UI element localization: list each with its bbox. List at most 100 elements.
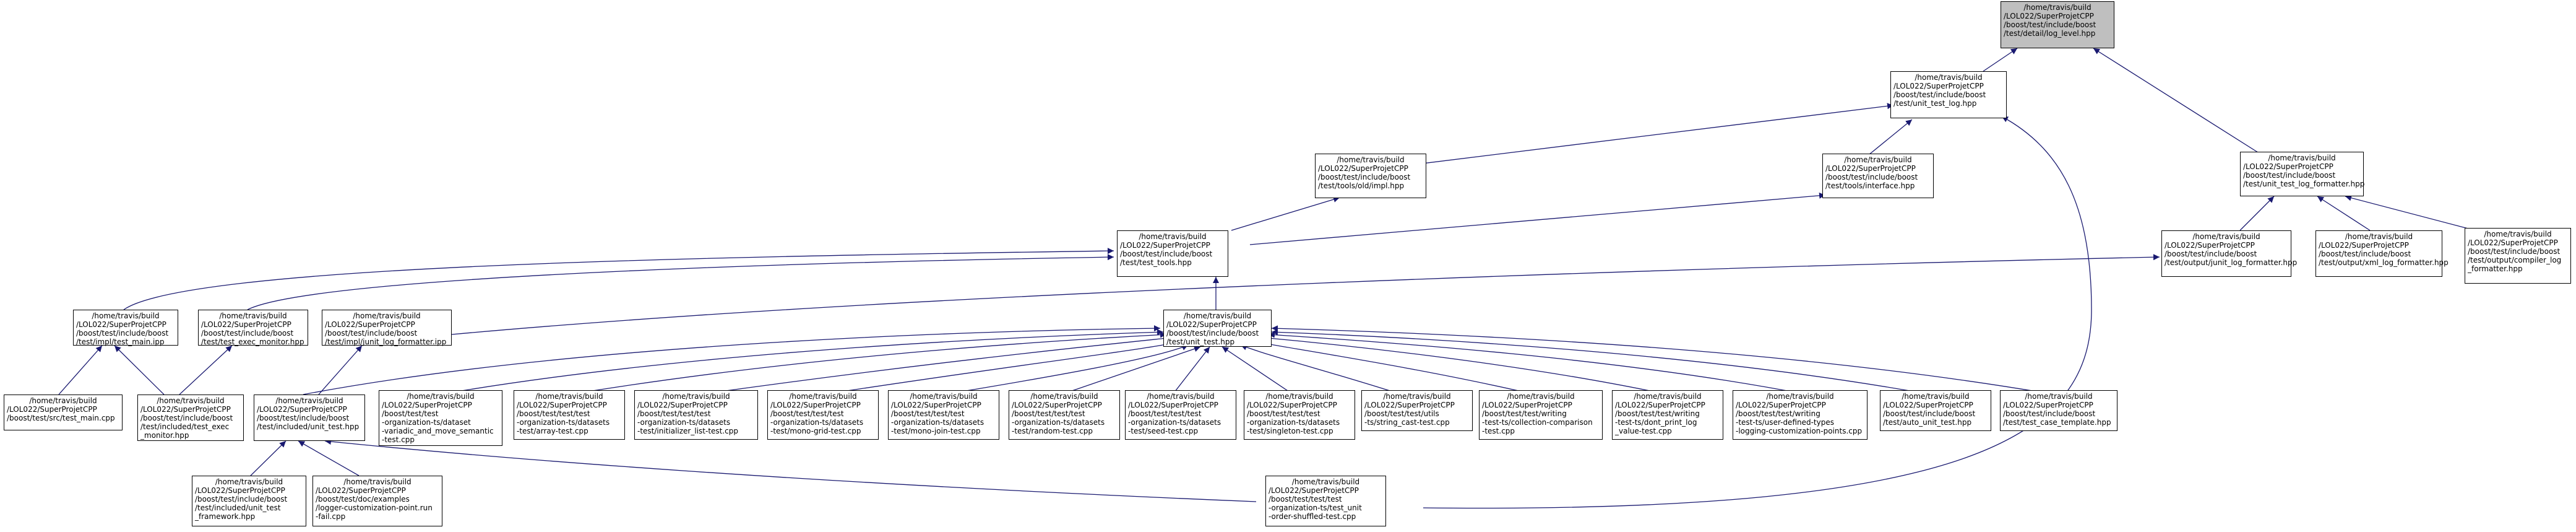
node-label-line: /home/travis/build [2192, 232, 2260, 241]
node-label-line: /LOL022/SuperProjetCPP [1364, 401, 1455, 409]
node-logging-customization-points-cpp[interactable]: /home/travis/build/LOL022/SuperProjetCPP… [1733, 390, 1867, 440]
node-label-line: /test/tools/interface.hpp [1825, 181, 1915, 190]
node-label-line: /boost/test/include/boost [76, 329, 169, 338]
node-junit-log-formatter-ipp[interactable]: /home/travis/build/LOL022/SuperProjetCPP… [322, 310, 452, 346]
node-label-line: /boost/test/test/test [891, 409, 965, 418]
node-label-line: -ts/string_cast-test.cpp [1364, 418, 1450, 427]
node-label-line: /home/travis/build [1265, 392, 1333, 401]
node-src-test-main-cpp[interactable]: /home/travis/build/LOL022/SuperProjetCPP… [4, 395, 123, 430]
edge-src-test-main-to-test-main-ipp [58, 345, 103, 395]
node-label-line: /boost/test/include/boost [2004, 20, 2096, 29]
node-label-line: /LOL022/SuperProjetCPP [2165, 241, 2255, 250]
node-label-line: /boost/test/test/writing [1615, 409, 1700, 418]
node-unit-test-log-formatter-hpp[interactable]: /home/travis/build/LOL022/SuperProjetCPP… [2240, 152, 2364, 196]
edge-auto-unit-test-to-unit-test [1271, 329, 1931, 395]
edge-singleton-to-unit-test [1221, 346, 1294, 395]
node-label-line: /LOL022/SuperProjetCPP [1247, 401, 1337, 409]
node-included-unit-test-hpp[interactable]: /home/travis/build/LOL022/SuperProjetCPP… [254, 395, 365, 441]
node-datasets-singleton-test-cpp[interactable]: /home/travis/build/LOL022/SuperProjetCPP… [1244, 390, 1355, 440]
node-logger-customization-run-fail-cpp[interactable]: /home/travis/build/LOL022/SuperProjetCPP… [312, 476, 442, 526]
node-string-cast-test-cpp[interactable]: /home/travis/build/LOL022/SuperProjetCPP… [1361, 390, 1473, 431]
node-label-line: -test/mono-grid-test.cpp [770, 427, 861, 435]
node-label-line: /home/travis/build [1766, 392, 1834, 401]
node-test-case-template-hpp[interactable]: /home/travis/build/LOL022/SuperProjetCPP… [2000, 390, 2117, 431]
node-label-line: -organization-ts/dataset [382, 418, 471, 427]
node-label-line: -order-shuffled-test.cpp [1269, 512, 1356, 521]
node-old-impl-hpp[interactable]: /home/travis/build/LOL022/SuperProjetCPP… [1315, 154, 1426, 198]
node-label-line: -test.cpp [382, 435, 415, 444]
node-interface-hpp[interactable]: /home/travis/build/LOL022/SuperProjetCPP… [1822, 154, 1934, 198]
node-label-line: /test/tools/old/impl.hpp [1318, 181, 1405, 190]
node-label-line: /LOL022/SuperProjetCPP [1482, 401, 1572, 409]
node-collection-comparison-test-cpp[interactable]: /home/travis/build/LOL022/SuperProjetCPP… [1479, 390, 1603, 440]
node-label-line: _value-test.cpp [1615, 427, 1672, 435]
edge-log-formatter-to-log-level [2093, 48, 2265, 157]
node-datasets-array-test-cpp[interactable]: /home/travis/build/LOL022/SuperProjetCPP… [514, 390, 625, 440]
node-label-line: /home/travis/build [2268, 154, 2336, 162]
node-label-line: /test/included/unit_test.hpp [257, 422, 360, 431]
edge-included-exec-monitor-to-exec-monitor [179, 345, 233, 395]
edge-shuffled-to-included-unit-test [324, 438, 1257, 502]
node-dataset-variadic-test-cpp[interactable]: /home/travis/build/LOL022/SuperProjetCPP… [379, 390, 502, 446]
edge-collection-to-unit-test [1256, 339, 1535, 395]
node-label-line: /home/travis/build [1507, 392, 1575, 401]
node-label-line: /home/travis/build [2345, 232, 2413, 241]
node-label-line: /test/test_exec_monitor.hpp [201, 338, 304, 346]
node-auto-unit-test-hpp[interactable]: /home/travis/build/LOL022/SuperProjetCPP… [1880, 390, 1991, 431]
edge-string-cast-to-unit-test [1240, 344, 1402, 395]
node-label-line: -test/mono-join-test.cpp [891, 427, 981, 435]
node-test-unit-order-shuffled-test-cpp[interactable]: /home/travis/build/LOL022/SuperProjetCPP… [1265, 476, 1386, 526]
node-label-line: /home/travis/build [1383, 392, 1451, 401]
node-label-line: /LOL022/SuperProjetCPP [1269, 486, 1359, 495]
edge-variadic-to-unit-test [439, 329, 1164, 395]
node-unit-test-hpp[interactable]: /home/travis/build/LOL022/SuperProjetCPP… [1163, 310, 1272, 347]
node-label-line: /boost/test/include/boost [1893, 90, 1986, 99]
node-label-line: /home/travis/build [343, 477, 411, 486]
node-label-line: /home/travis/build [1183, 312, 1252, 320]
node-label-line: /boost/test/test/utils [1364, 409, 1439, 418]
node-label-line: /boost/test/test/test [1128, 409, 1202, 418]
node-label-line: /LOL022/SuperProjetCPP [1615, 401, 1705, 409]
node-label-line: -organization-ts/datasets [1247, 418, 1340, 427]
node-included-unit-test-framework-hpp[interactable]: /home/travis/build/LOL022/SuperProjetCPP… [192, 476, 306, 526]
node-test-main-ipp[interactable]: /home/travis/build/LOL022/SuperProjetCPP… [73, 310, 178, 346]
edge-included-exec-monitor-to-test-main-ipp [114, 345, 165, 395]
node-datasets-mono-join-test-cpp[interactable]: /home/travis/build/LOL022/SuperProjetCPP… [888, 390, 999, 440]
node-label-line: _monitor.hpp [140, 431, 189, 440]
node-unit-test-log-hpp[interactable]: /home/travis/build/LOL022/SuperProjetCPP… [1890, 71, 2007, 118]
edge-test-case-template-to-unit-test [1271, 325, 2055, 395]
node-datasets-random-test-cpp[interactable]: /home/travis/build/LOL022/SuperProjetCPP… [1009, 390, 1120, 440]
node-label-line: -logging-customization-points.cpp [1736, 427, 1863, 435]
edge-exec-monitor-to-test-tools [247, 254, 1114, 310]
node-label-line: /home/travis/build [2023, 3, 2091, 12]
node-datasets-initializer-list-test-cpp[interactable]: /home/travis/build/LOL022/SuperProjetCPP… [634, 390, 758, 440]
node-label-line: /boost/test/test/writing [1482, 409, 1567, 418]
node-label-line: /test/output/junit_log_formatter.hpp [2165, 258, 2298, 267]
node-datasets-seed-test-cpp[interactable]: /home/travis/build/LOL022/SuperProjetCPP… [1125, 390, 1236, 440]
node-label-line: /boost/test/include/boost [140, 414, 233, 422]
node-dont-print-log-value-test-cpp[interactable]: /home/travis/build/LOL022/SuperProjetCPP… [1612, 390, 1723, 440]
node-label-line: -test-ts/collection-comparison [1482, 418, 1593, 427]
node-label-line: /home/travis/build [157, 396, 225, 405]
edge-mono-join-to-unit-test [943, 344, 1189, 395]
node-label-line: /boost/test/include/boost [325, 329, 418, 338]
node-compiler-log-formatter-hpp[interactable]: /home/travis/build/LOL022/SuperProjetCPP… [2465, 228, 2571, 284]
node-label-line: /home/travis/build [1139, 232, 1207, 241]
node-junit-log-formatter-hpp[interactable]: /home/travis/build/LOL022/SuperProjetCPP… [2161, 230, 2298, 277]
node-xml-log-formatter-hpp[interactable]: /home/travis/build/LOL022/SuperProjetCPP… [2315, 230, 2449, 277]
node-label-line: -organization-ts/datasets [1012, 418, 1105, 427]
node-test-tools-hpp[interactable]: /home/travis/build/LOL022/SuperProjetCPP… [1117, 230, 1228, 277]
node-datasets-mono-grid-test-cpp[interactable]: /home/travis/build/LOL022/SuperProjetCPP… [767, 390, 879, 440]
node-label-line: /home/travis/build [407, 392, 475, 401]
node-label-line: /boost/test/test [382, 409, 439, 418]
node-label-line: /boost/test/test/test [770, 409, 844, 418]
node-test-exec-monitor-hpp[interactable]: /home/travis/build/LOL022/SuperProjetCPP… [198, 310, 308, 346]
node-label-line: /boost/test/test/test [637, 409, 711, 418]
node-label-line: -test.cpp [1482, 427, 1515, 435]
edge-xml-to-log-formatter [2317, 196, 2371, 231]
node-label-line: /LOL022/SuperProjetCPP [316, 486, 406, 495]
node-included-test-exec-monitor-hpp[interactable]: /home/travis/build/LOL022/SuperProjetCPP… [137, 395, 244, 441]
node-label-line: /home/travis/build [535, 392, 603, 401]
node-label-line: /boost/test/include/boost [1120, 250, 1213, 258]
node-label-line: /home/travis/build [353, 312, 421, 320]
